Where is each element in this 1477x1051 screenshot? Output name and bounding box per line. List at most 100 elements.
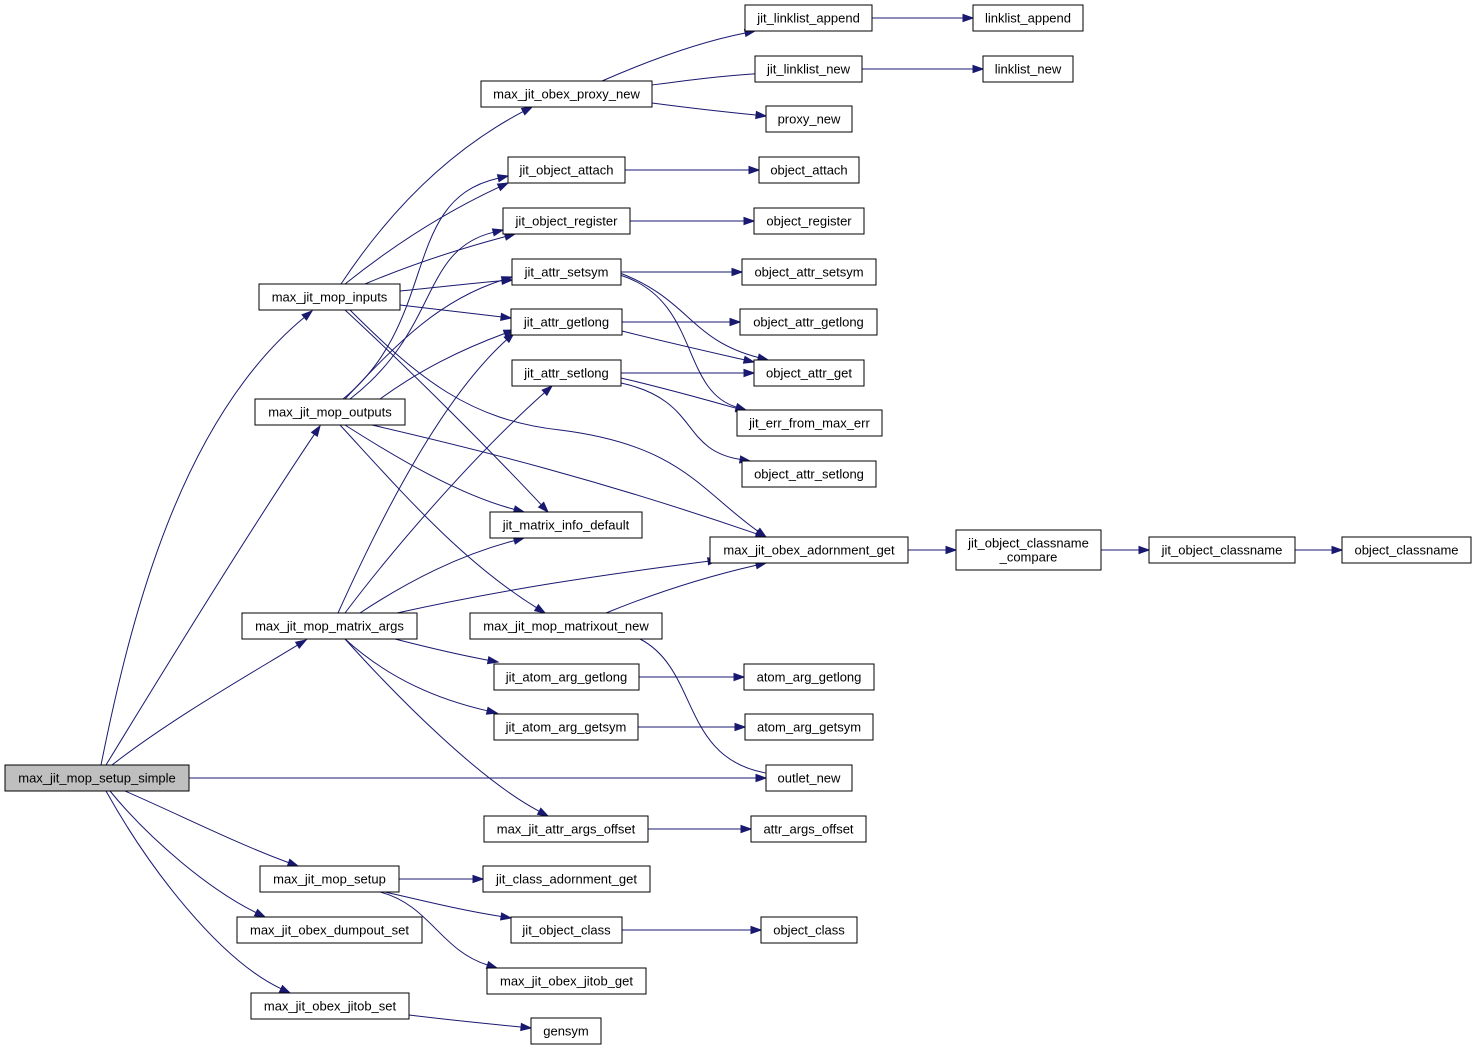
edge-max_jit_mop_matrix_args-to-jit_matrix_info_default <box>359 540 515 614</box>
node-box <box>258 283 401 311</box>
edge-max_jit_mop_matrixout_new-to-outlet_new <box>639 638 770 774</box>
node-max_jit_mop_matrixout_new[interactable]: max_jit_mop_matrixout_new <box>469 612 663 640</box>
node-jit_matrix_info_default[interactable]: jit_matrix_info_default <box>489 511 643 539</box>
node-box <box>744 713 874 741</box>
node-label: jit_attr_setlong <box>523 366 609 381</box>
node-box <box>241 612 418 640</box>
node-max_jit_mop_matrix_args[interactable]: max_jit_mop_matrix_args <box>241 612 418 640</box>
node-max_jit_obex_adornment_get[interactable]: max_jit_obex_adornment_get <box>709 536 909 564</box>
node-object_classname[interactable]: object_classname <box>1341 536 1472 564</box>
node-label: object_attr_get <box>766 366 852 381</box>
edge-jit_attr_getlong-to-object_attr_get <box>621 330 745 361</box>
arrowhead-max_jit_mop_setup_simple-to-outlet_new <box>755 773 768 783</box>
node-box <box>765 105 853 133</box>
node-label: max_jit_obex_jitob_get <box>500 974 633 989</box>
node-jit_class_adornment_get[interactable]: jit_class_adornment_get <box>482 865 651 893</box>
node-object_attr_get[interactable]: object_attr_get <box>753 359 865 387</box>
edge-max_jit_mop_matrix_args-to-max_jit_obex_adornment_get <box>396 560 709 614</box>
node-label: object_class <box>773 923 845 938</box>
node-atom_arg_getlong[interactable]: atom_arg_getlong <box>743 663 875 691</box>
node-jit_object_attach[interactable]: jit_object_attach <box>507 156 626 184</box>
node-label: jit_linklist_new <box>766 62 851 77</box>
node-max_jit_mop_setup[interactable]: max_jit_mop_setup <box>259 865 400 893</box>
node-max_jit_mop_inputs[interactable]: max_jit_mop_inputs <box>258 283 401 311</box>
node-max_jit_obex_jitob_set[interactable]: max_jit_obex_jitob_set <box>250 992 410 1020</box>
arrowhead-max_jit_obex_adornment_get-to-jit_object_classname_compare <box>945 545 958 555</box>
node-jit_object_classname_compare[interactable]: jit_object_classname_compare <box>955 529 1102 571</box>
node-max_jit_attr_args_offset[interactable]: max_jit_attr_args_offset <box>483 815 649 843</box>
arrowhead-max_jit_mop_setup-to-jit_class_adornment_get <box>472 874 485 884</box>
node-jit_attr_getlong[interactable]: jit_attr_getlong <box>510 308 623 336</box>
node-jit_atom_arg_getlong[interactable]: jit_atom_arg_getlong <box>493 663 640 691</box>
node-jit_atom_arg_getsym[interactable]: jit_atom_arg_getsym <box>493 713 639 741</box>
edge-max_jit_mop_outputs-to-jit_attr_setsym <box>344 279 503 400</box>
edge-max_jit_mop_matrix_args-to-jit_attr_getlong <box>337 339 507 614</box>
edge-max_jit_mop_outputs-to-jit_object_register <box>349 231 494 400</box>
node-object_class[interactable]: object_class <box>760 916 858 944</box>
node-attr_args_offset[interactable]: attr_args_offset <box>750 815 867 843</box>
edge-max_jit_mop_setup_simple-to-max_jit_mop_setup <box>124 790 289 864</box>
node-label: max_jit_attr_args_offset <box>497 822 636 837</box>
arrowhead-jit_linklist_new-to-linklist_new <box>972 64 985 74</box>
node-box <box>758 156 860 184</box>
node-jit_object_class[interactable]: jit_object_class <box>510 916 623 944</box>
node-box <box>709 536 909 564</box>
node-label: object_attr_setlong <box>754 467 864 482</box>
node-jit_object_register[interactable]: jit_object_register <box>502 207 631 235</box>
arrowhead-max_jit_mop_matrix_args-to-max_jit_attr_args_offset <box>536 807 550 817</box>
arrowhead-max_jit_mop_matrix_args-to-jit_attr_setlong <box>541 384 554 397</box>
node-label: object_classname <box>1354 543 1458 558</box>
node-box <box>510 916 623 944</box>
node-box <box>743 663 875 691</box>
node-label: jit_linklist_append <box>756 11 860 26</box>
node-object_register[interactable]: object_register <box>753 207 865 235</box>
node-jit_attr_setsym[interactable]: jit_attr_setsym <box>511 258 622 286</box>
node-label: jit_attr_getlong <box>523 315 609 330</box>
node-atom_arg_getsym[interactable]: atom_arg_getsym <box>744 713 874 741</box>
edge-max_jit_obex_jitob_set-to-gensym <box>408 1014 522 1028</box>
node-outlet_new[interactable]: outlet_new <box>765 764 853 792</box>
edge-max_jit_obex_proxy_new-to-jit_linklist_new <box>651 73 757 86</box>
edge-max_jit_obex_proxy_new-to-proxy_new <box>651 102 757 116</box>
edge-max_jit_mop_matrix_args-to-max_jit_attr_args_offset <box>344 638 540 812</box>
arrowhead-jit_object_class-to-object_class <box>750 925 763 935</box>
node-proxy_new[interactable]: proxy_new <box>765 105 853 133</box>
node-max_jit_obex_proxy_new[interactable]: max_jit_obex_proxy_new <box>480 80 653 108</box>
node-label: max_jit_mop_setup_simple <box>18 771 176 786</box>
node-max_jit_mop_setup_simple[interactable]: max_jit_mop_setup_simple <box>4 764 190 792</box>
arrowhead-max_jit_mop_matrix_args-to-jit_atom_arg_getlong <box>486 655 500 665</box>
node-object_attr_getlong[interactable]: object_attr_getlong <box>739 308 878 336</box>
node-gensym[interactable]: gensym <box>530 1017 602 1045</box>
node-box <box>259 865 400 893</box>
edge-max_jit_mop_inputs-to-jit_object_attach <box>344 186 500 285</box>
arrowhead-max_jit_attr_args_offset-to-attr_args_offset <box>740 824 753 834</box>
node-box <box>511 258 622 286</box>
node-jit_err_from_max_err[interactable]: jit_err_from_max_err <box>736 409 883 437</box>
node-box <box>744 4 873 32</box>
edge-jit_attr_setsym-to-object_attr_get <box>619 272 759 358</box>
node-max_jit_obex_dumpout_set[interactable]: max_jit_obex_dumpout_set <box>236 916 423 944</box>
node-object_attach[interactable]: object_attach <box>758 156 860 184</box>
node-object_attr_setsym[interactable]: object_attr_setsym <box>741 258 877 286</box>
node-label: jit_object_class <box>521 923 611 938</box>
node-box <box>750 815 867 843</box>
node-object_attr_setlong[interactable]: object_attr_setlong <box>741 460 877 488</box>
node-label: linklist_append <box>985 11 1071 26</box>
node-label: max_jit_mop_setup <box>273 872 386 887</box>
node-jit_attr_setlong[interactable]: jit_attr_setlong <box>511 359 622 387</box>
arrowhead-max_jit_mop_setup_simple-to-max_jit_obex_jitob_set <box>278 984 292 994</box>
edge-max_jit_mop_setup_simple-to-max_jit_obex_dumpout_set <box>109 790 257 914</box>
node-label: max_jit_obex_dumpout_set <box>250 923 409 938</box>
node-max_jit_obex_jitob_get[interactable]: max_jit_obex_jitob_get <box>486 967 647 995</box>
node-box <box>753 359 865 387</box>
arrowhead-jit_attr_setlong-to-object_attr_get <box>743 368 756 378</box>
edge-max_jit_mop_inputs-to-max_jit_obex_proxy_new <box>340 111 524 285</box>
node-jit_linklist_new[interactable]: jit_linklist_new <box>754 55 863 83</box>
node-box <box>489 511 643 539</box>
node-box <box>502 207 631 235</box>
node-linklist_append[interactable]: linklist_append <box>972 4 1084 32</box>
node-jit_linklist_append[interactable]: jit_linklist_append <box>744 4 873 32</box>
node-linklist_new[interactable]: linklist_new <box>982 55 1074 83</box>
node-max_jit_mop_outputs[interactable]: max_jit_mop_outputs <box>254 398 406 426</box>
node-jit_object_classname[interactable]: jit_object_classname <box>1148 536 1296 564</box>
